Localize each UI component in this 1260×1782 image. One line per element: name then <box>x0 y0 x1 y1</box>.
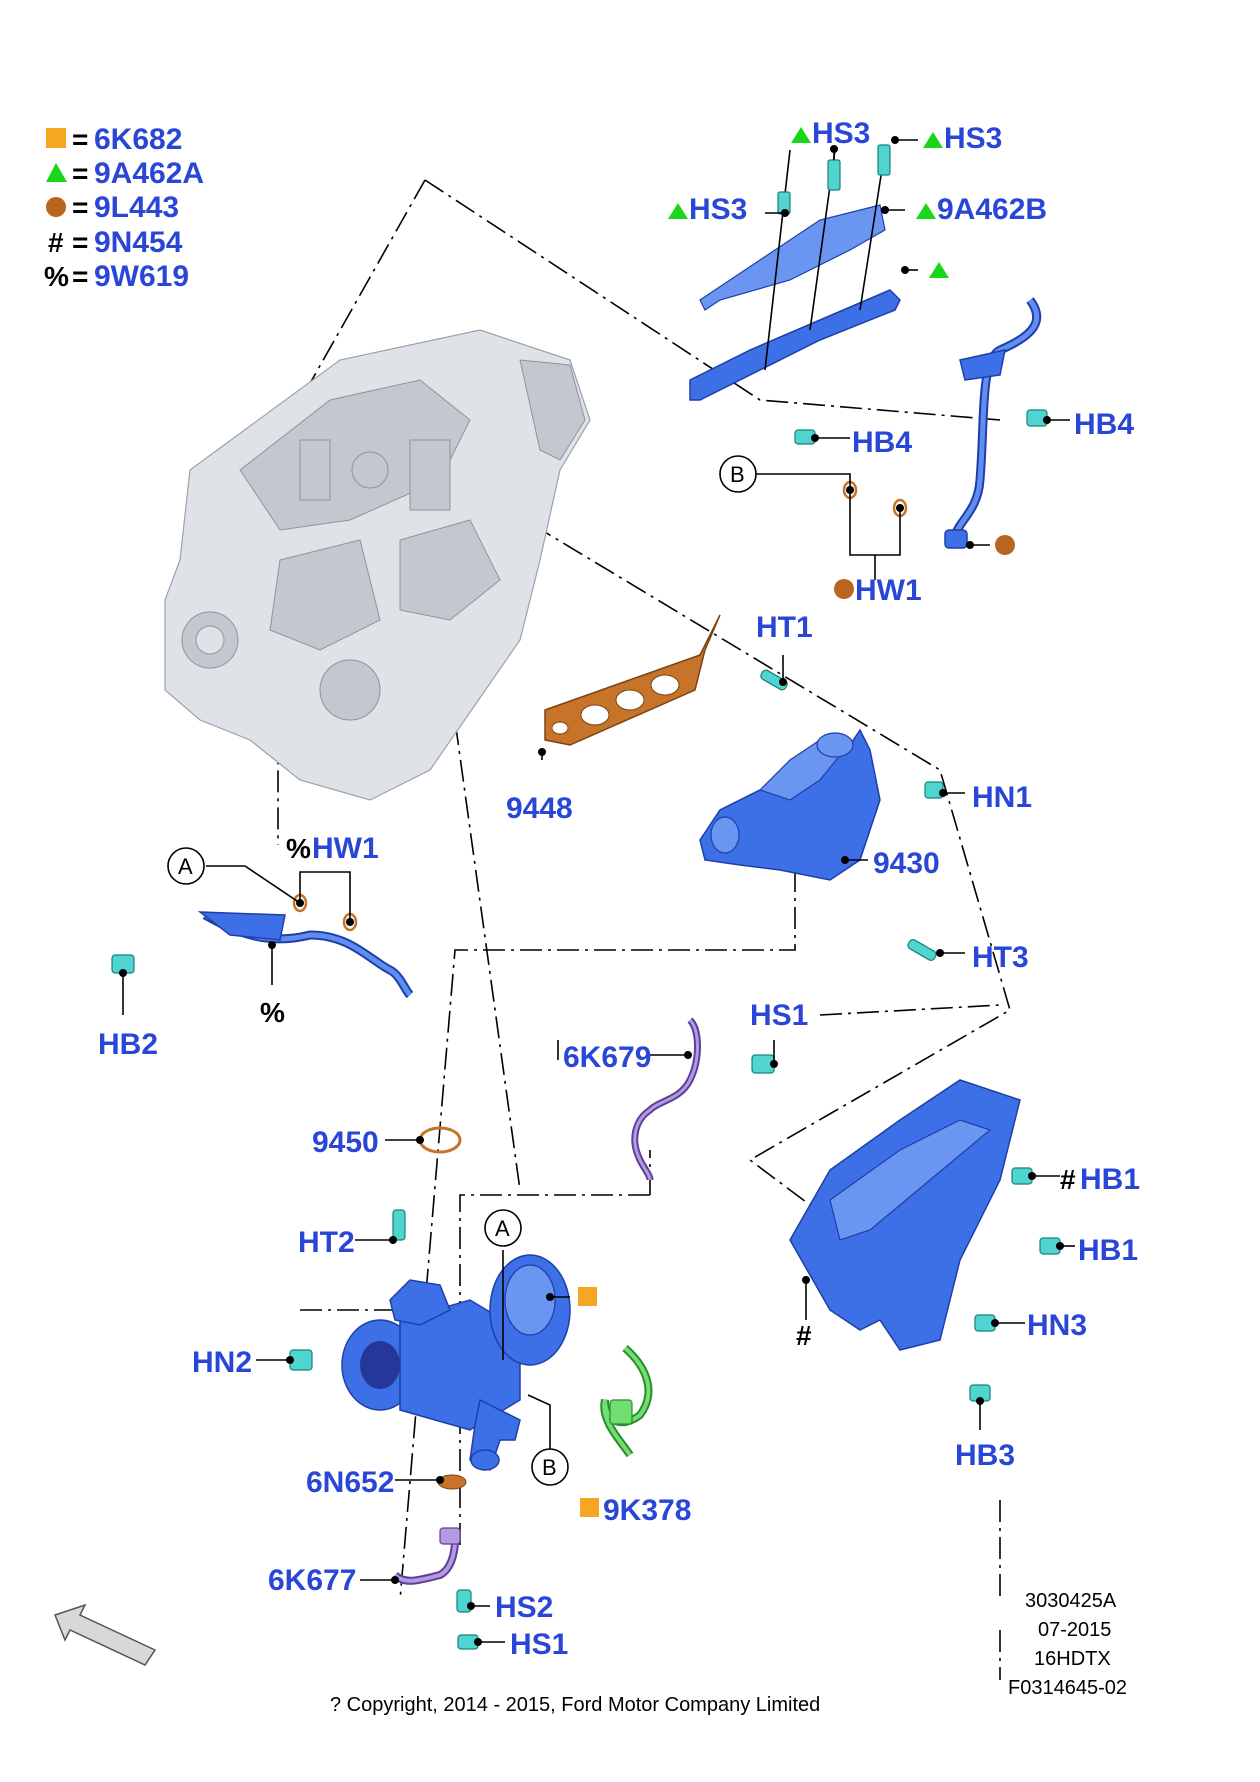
turbo-oil-feed-tube <box>944 297 1042 549</box>
upper-heat-shield <box>689 149 901 401</box>
stud-ht3 <box>907 939 937 961</box>
bolt-hs3-mid <box>827 159 841 191</box>
triangle-icon <box>791 127 811 143</box>
front-direction-arrow-icon <box>54 1603 157 1666</box>
leader-lines <box>119 136 1075 1646</box>
exhaust-manifold-gasket <box>544 614 721 746</box>
label-6n652: 6N652 <box>306 1466 394 1499</box>
turbocharger <box>341 1254 571 1472</box>
label-ht1: HT1 <box>756 611 813 644</box>
label-9450: 9450 <box>312 1126 379 1159</box>
legend-code-9n454: 9N454 <box>94 226 183 259</box>
label-hn2: HN2 <box>192 1346 252 1379</box>
copyright-notice: ? Copyright, 2014 - 2015, Ford Motor Com… <box>330 1694 820 1716</box>
turbo-heat-shield <box>789 1079 1021 1351</box>
label-hs2: HS2 <box>495 1591 553 1624</box>
label-6k679: 6K679 <box>563 1041 651 1074</box>
triangle-icon <box>923 132 943 148</box>
triangle-icon <box>916 203 936 219</box>
legend: = 6K682 = 9A462A = 9L443 # = 9N454 % = 9… <box>44 123 204 293</box>
callout-a-center: A <box>495 1216 510 1241</box>
label-hb4-mid: HB4 <box>852 426 912 459</box>
circle-icon <box>834 579 854 599</box>
label-hs3-left: HS3 <box>689 193 747 226</box>
label-hb2: HB2 <box>98 1028 158 1061</box>
oil-return-tube-green <box>600 1344 653 1458</box>
legend-equals-4: = <box>72 227 88 258</box>
circle-icon <box>995 535 1015 555</box>
callout-circle-a-left <box>167 847 205 885</box>
fasteners <box>111 144 1061 1650</box>
label-hb4-right: HB4 <box>1074 408 1134 441</box>
legend-code-9l443: 9L443 <box>94 191 179 224</box>
label-hs1-top: HS1 <box>750 999 808 1032</box>
coolant-tube-left <box>197 911 414 999</box>
percent-symbol-tube: % <box>260 997 285 1028</box>
hash-symbol-hb1: # <box>1060 1164 1076 1195</box>
legend-triangle-icon <box>46 163 67 182</box>
legend-hash-icon: # <box>48 227 64 258</box>
triangle-icon <box>929 262 949 278</box>
label-9a462b: 9A462B <box>937 193 1047 226</box>
square-icon <box>578 1287 597 1306</box>
label-ht3: HT3 <box>972 941 1029 974</box>
label-hs3-top: HS3 <box>812 117 870 150</box>
legend-equals-1: = <box>72 124 88 155</box>
legend-equals-5: = <box>72 261 88 292</box>
callout-a-left: A <box>178 854 193 879</box>
reference-figure-id: F0314645-02 <box>1008 1677 1127 1699</box>
callout-b-top: B <box>730 462 745 487</box>
legend-equals-2: = <box>72 158 88 189</box>
label-hn3: HN3 <box>1027 1309 1087 1342</box>
label-hw1-a: HW1 <box>312 832 379 865</box>
callout-circle-b-bottom <box>531 1448 569 1486</box>
legend-equals-3: = <box>72 192 88 223</box>
label-9430: 9430 <box>873 847 940 880</box>
label-9448: 9448 <box>506 792 573 825</box>
bolt-hs3-right <box>877 144 891 176</box>
label-hb3: HB3 <box>955 1439 1015 1472</box>
label-hs1-bottom: HS1 <box>510 1628 568 1661</box>
callout-circle-a-center <box>484 1209 522 1247</box>
triangle-icon <box>668 203 688 219</box>
square-icon <box>580 1498 599 1517</box>
label-6k677: 6K677 <box>268 1564 356 1597</box>
turbo-oil-tube-6k679 <box>631 1017 701 1181</box>
percent-symbol-hw1: % <box>286 833 311 864</box>
legend-code-6k682: 6K682 <box>94 123 182 156</box>
label-hb1-bottom: HB1 <box>1078 1234 1138 1267</box>
label-ht2: HT2 <box>298 1226 355 1259</box>
reference-date: 07-2015 <box>1038 1619 1111 1641</box>
hash-symbol-shield: # <box>796 1320 812 1351</box>
engine-block <box>164 329 591 801</box>
label-hw1-b: HW1 <box>855 574 922 607</box>
turbo-oil-tube-6k677 <box>392 1527 461 1585</box>
label-hs3-right: HS3 <box>944 122 1002 155</box>
exhaust-manifold <box>699 728 881 881</box>
stud-ht2 <box>392 1209 406 1241</box>
legend-circle-icon <box>46 197 66 217</box>
reference-number: 3030425A <box>1025 1590 1117 1612</box>
legend-code-9a462a: 9A462A <box>94 157 204 190</box>
legend-code-9w619: 9W619 <box>94 260 189 293</box>
legend-square-icon <box>46 128 66 148</box>
legend-percent-icon: % <box>44 261 69 292</box>
callout-b-bottom: B <box>542 1455 557 1480</box>
label-hn1: HN1 <box>972 781 1032 814</box>
label-hb1-top: HB1 <box>1080 1163 1140 1196</box>
label-9k378: 9K378 <box>603 1494 691 1527</box>
callout-circle-b-top <box>719 455 757 493</box>
reference-engine-code: 16HDTX <box>1034 1648 1111 1670</box>
